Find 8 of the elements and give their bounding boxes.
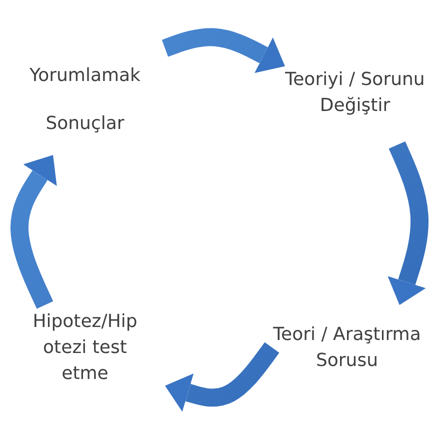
curved-arrow (388, 141, 429, 305)
step-label: Hipotez/Hip otezi test etme (32, 310, 138, 386)
step-label: Sonuçlar (46, 112, 124, 136)
step-label: Teoriyi / Sorunu Değiştir (285, 68, 425, 118)
step-label: Yorumlamak (30, 64, 140, 88)
curved-arrow (10, 155, 57, 309)
curved-arrow (165, 342, 280, 412)
step-label: Teori / Araştırma Sorusu (272, 322, 422, 372)
